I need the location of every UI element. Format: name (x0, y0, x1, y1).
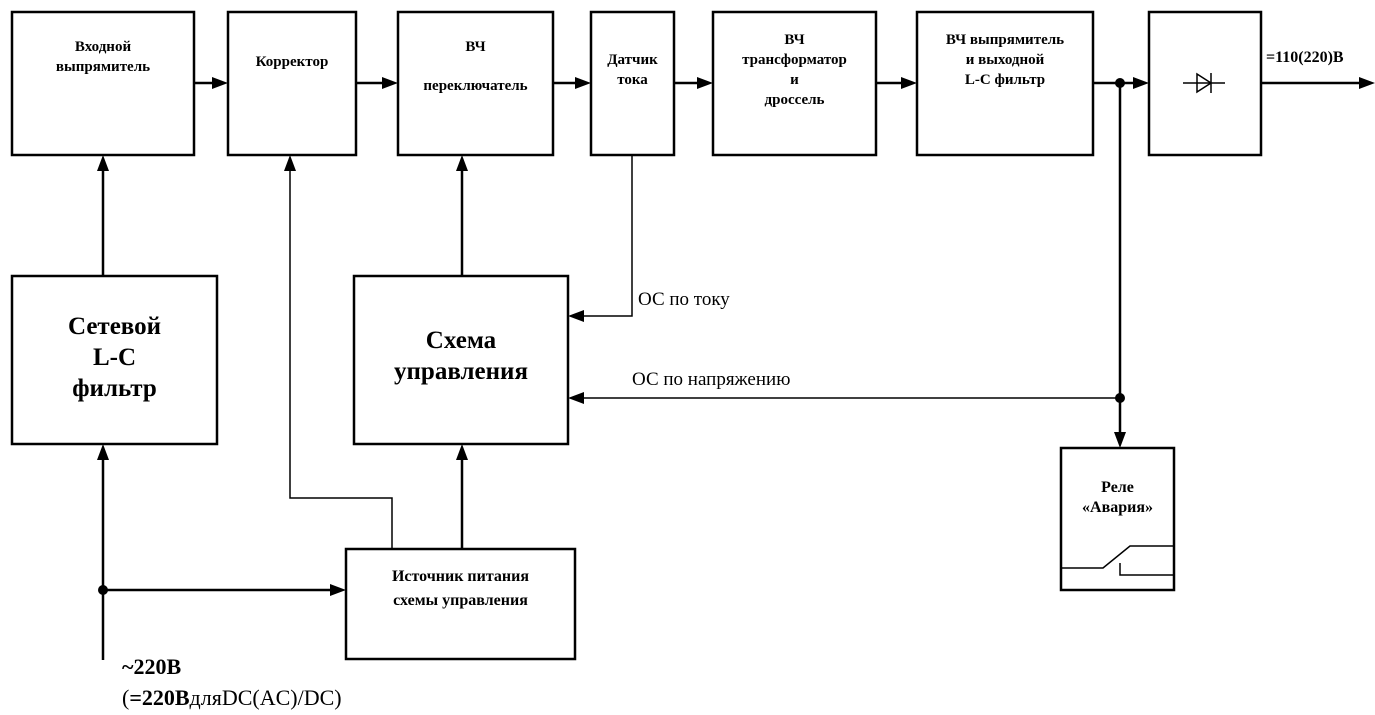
junction-dot (98, 585, 108, 595)
junction-dot (1115, 393, 1125, 403)
current-sensor-label: Датчик тока (607, 52, 658, 88)
hf-rectifier-label: ВЧ выпрямитель и выходной L-C фильтр (945, 32, 1065, 88)
input-rectifier-box (10, 10, 196, 157)
voltage-feedback-label: ОС по напряжению (632, 369, 791, 390)
hf-switch-label-bottom: переключатель (423, 78, 528, 94)
corrector-box (226, 10, 358, 157)
hf-switch-label-top: ВЧ (465, 39, 486, 55)
control-circuit-box (352, 274, 570, 446)
hf-transformer-label: ВЧ трансформатор и дроссель (742, 32, 847, 108)
diode-icon (1183, 72, 1225, 94)
current-feedback-label: ОС по току (638, 289, 730, 310)
control-circuit-label: Схема управления (394, 327, 528, 385)
mains-filter-label: Сетевой L-C фильтр (67, 313, 162, 402)
relay-label: Реле «Авария» (1082, 479, 1153, 516)
power-supply-box (344, 547, 577, 661)
input-rectifier-label: Входной выпрямитель (55, 39, 151, 75)
output-voltage-label: =110(220)В (1266, 49, 1344, 66)
relay-box (1059, 446, 1176, 592)
hf-switch-box (396, 10, 555, 157)
input-voltage-label: ~220В (122, 654, 182, 679)
corrector-label: Корректор (255, 54, 329, 70)
hf-rectifier-box (915, 10, 1095, 157)
input-voltage-alt-label: (=220ВдляDC(AC)/DC) (122, 685, 342, 710)
relay-contact-icon (1061, 545, 1174, 576)
hf-transformer-box (711, 10, 878, 157)
power-supply-label: Источник питания схемы управления (391, 568, 530, 609)
mains-filter-box (10, 274, 219, 446)
